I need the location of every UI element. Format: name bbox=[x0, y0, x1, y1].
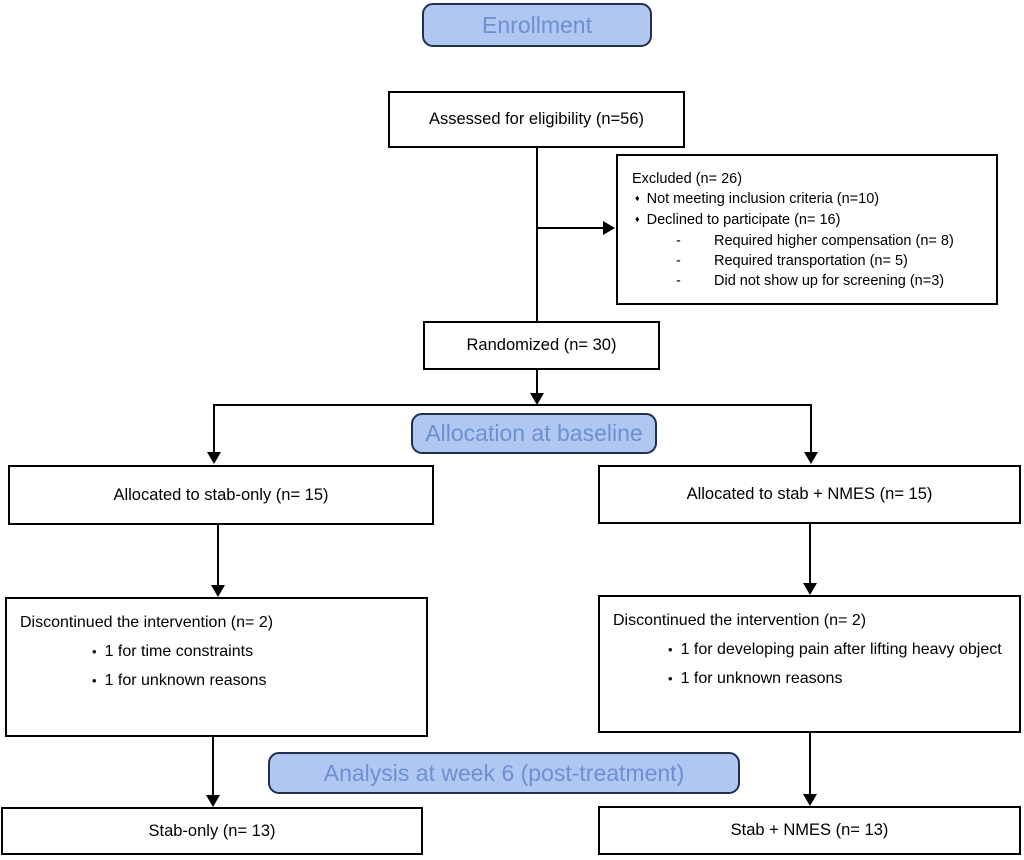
excluded-title: Excluded (n= 26) bbox=[632, 171, 743, 187]
arrowhead-discontinued-left bbox=[211, 585, 225, 597]
arrowhead-allocated-left bbox=[207, 452, 221, 464]
dash-bullet-icon: - bbox=[676, 253, 681, 269]
box-final-left: Stab-only (n= 13) bbox=[1, 807, 423, 855]
box-discontinued-left: Discontinued the intervention (n= 2) • 1… bbox=[5, 597, 428, 737]
randomized-text: Randomized (n= 30) bbox=[466, 336, 617, 354]
excluded-bullet-row: ♦ Declined to participate (n= 16) bbox=[632, 210, 988, 231]
connector-assessed-randomized bbox=[536, 148, 538, 321]
connector-allocated-discontinued-left bbox=[217, 525, 219, 587]
connector-discontinued-final-right bbox=[809, 733, 811, 795]
discontinued-right-title: Discontinued the intervention (n= 2) bbox=[613, 612, 867, 629]
diamond-bullet-icon: ♦ bbox=[635, 193, 640, 203]
discontinued-right-bullet-row: • 1 for unknown reasons bbox=[668, 668, 1007, 689]
box-randomized: Randomized (n= 30) bbox=[423, 321, 660, 370]
discontinued-left-bullet-row: • 1 for time constraints bbox=[92, 641, 414, 662]
arrowhead-allocated-right bbox=[804, 452, 818, 464]
arrowhead-final-right bbox=[803, 794, 817, 806]
connector-allocated-discontinued-right bbox=[809, 524, 811, 585]
allocated-left-text: Allocated to stab-only (n= 15) bbox=[113, 485, 329, 504]
connector-branch-allocated-right bbox=[810, 404, 812, 454]
allocated-right-text: Allocated to stab + NMES (n= 15) bbox=[686, 485, 933, 503]
box-excluded: Excluded (n= 26) ♦ Not meeting inclusion… bbox=[616, 154, 998, 305]
excluded-bullet-row: ♦ Not meeting inclusion criteria (n=10) bbox=[632, 189, 988, 210]
stage-allocation-label: Allocation at baseline bbox=[425, 420, 643, 446]
final-left-text: Stab-only (n= 13) bbox=[148, 821, 276, 840]
discontinued-left-title: Discontinued the intervention (n= 2) bbox=[20, 614, 274, 631]
arrowhead-final-left bbox=[206, 795, 220, 807]
diamond-bullet-icon: ♦ bbox=[635, 214, 640, 224]
final-right-text: Stab + NMES (n= 13) bbox=[730, 821, 889, 839]
discontinued-left-bullet-text: 1 for unknown reasons bbox=[104, 672, 267, 689]
arrowhead-branch bbox=[530, 393, 544, 405]
discontinued-right-bullet-text: 1 for unknown reasons bbox=[680, 670, 843, 687]
stage-analysis-label: Analysis at week 6 (post-treatment) bbox=[323, 759, 685, 786]
box-discontinued-right: Discontinued the intervention (n= 2) • 1… bbox=[598, 595, 1021, 733]
arrowhead-excluded bbox=[603, 221, 615, 235]
discontinued-left-bullet-text: 1 for time constraints bbox=[104, 643, 254, 660]
stage-analysis: Analysis at week 6 (post-treatment) bbox=[268, 752, 740, 794]
dot-bullet-icon: • bbox=[92, 644, 97, 659]
arrowhead-discontinued-right bbox=[803, 583, 817, 595]
box-allocated-right: Allocated to stab + NMES (n= 15) bbox=[598, 465, 1021, 524]
connector-randomized-branch bbox=[536, 370, 538, 395]
dot-bullet-icon: • bbox=[92, 673, 97, 688]
dot-bullet-icon: • bbox=[668, 671, 673, 686]
excluded-sub-bullet-text: Did not show up for screening (n=3) bbox=[714, 273, 945, 289]
connector-discontinued-final-left bbox=[212, 737, 214, 797]
stage-allocation: Allocation at baseline bbox=[411, 413, 657, 454]
connector-to-excluded bbox=[537, 227, 604, 229]
excluded-sub-bullet-row: - Required higher compensation (n= 8) bbox=[632, 231, 988, 251]
stage-enrollment: Enrollment bbox=[422, 3, 652, 47]
excluded-bullet-text: Not meeting inclusion criteria (n=10) bbox=[646, 191, 880, 207]
excluded-sub-bullet-row: - Did not show up for screening (n=3) bbox=[632, 271, 988, 291]
excluded-sub-bullet-text: Required higher compensation (n= 8) bbox=[714, 233, 954, 249]
discontinued-right-bullet-row: • 1 for developing pain after lifting he… bbox=[668, 639, 1007, 660]
discontinued-left-bullet-row: • 1 for unknown reasons bbox=[92, 670, 414, 691]
connector-branch-allocated-left bbox=[213, 404, 215, 454]
box-final-right: Stab + NMES (n= 13) bbox=[598, 806, 1021, 855]
excluded-sub-bullet-text: Required transportation (n= 5) bbox=[714, 253, 908, 269]
branch-line-allocation bbox=[214, 404, 812, 406]
assessed-text: Assessed for eligibility (n=56) bbox=[428, 110, 645, 128]
excluded-sub-bullet-row: - Required transportation (n= 5) bbox=[632, 251, 988, 271]
box-assessed: Assessed for eligibility (n=56) bbox=[388, 91, 685, 148]
dash-bullet-icon: - bbox=[676, 233, 681, 249]
stage-enrollment-label: Enrollment bbox=[482, 11, 592, 38]
excluded-bullet-text: Declined to participate (n= 16) bbox=[646, 212, 841, 228]
discontinued-right-bullet-text: 1 for developing pain after lifting heav… bbox=[680, 641, 1002, 658]
dash-bullet-icon: - bbox=[676, 273, 681, 289]
dot-bullet-icon: • bbox=[668, 642, 673, 657]
excluded-title-row: Excluded (n= 26) bbox=[632, 169, 988, 189]
box-allocated-left: Allocated to stab-only (n= 15) bbox=[8, 465, 434, 525]
